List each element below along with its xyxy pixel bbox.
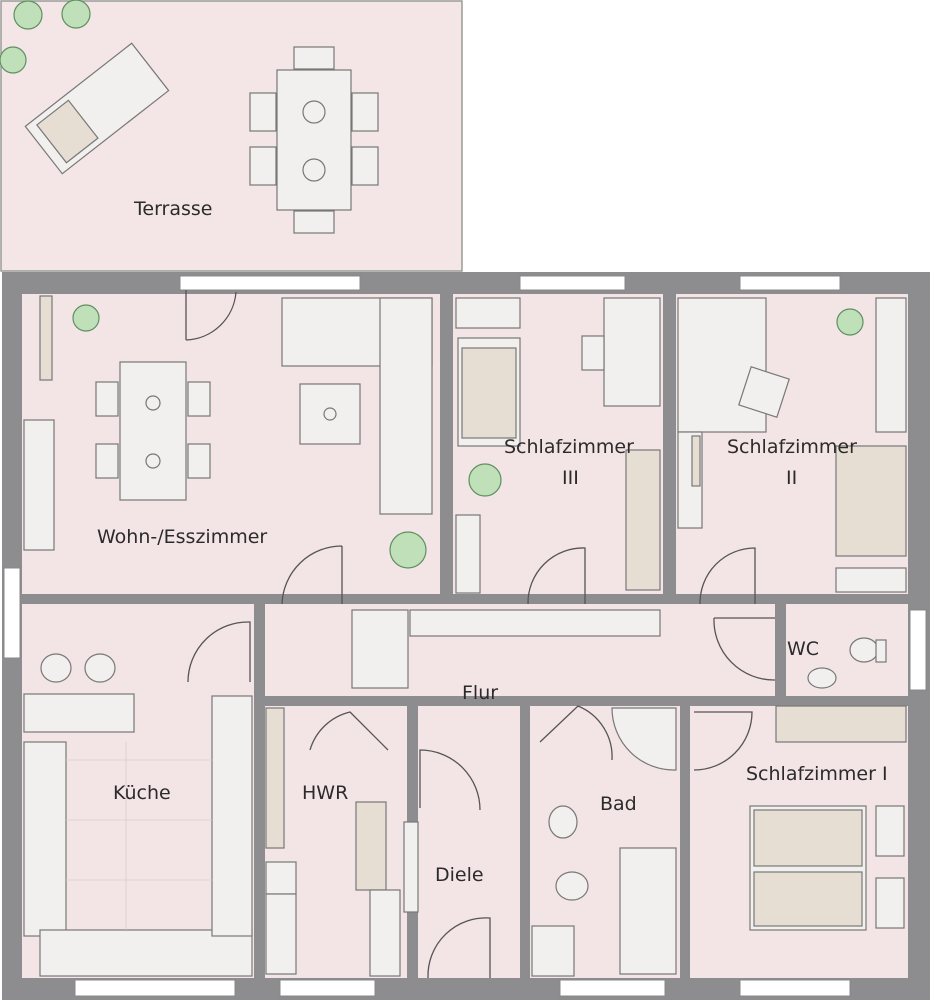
plant-icon xyxy=(61,0,91,29)
windows xyxy=(3,275,927,997)
plant-icon xyxy=(72,304,100,332)
door-swings xyxy=(185,290,776,979)
room-label-diele: Diele xyxy=(435,864,484,886)
room-label-schlaf3-line2: III xyxy=(562,467,579,489)
entrance-furniture xyxy=(403,821,419,913)
kitchen-furniture xyxy=(23,653,253,977)
room-label-terrasse: Terrasse xyxy=(133,198,213,220)
room-label-schlaf2-line2: II xyxy=(786,467,797,489)
floor-areas xyxy=(22,294,908,978)
bedroom1-furniture xyxy=(749,705,907,931)
bedroom3-furniture xyxy=(455,297,661,594)
living-furniture xyxy=(23,295,433,569)
room-label-wohn: Wohn-/Esszimmer xyxy=(97,526,267,548)
room-label-schlaf1: Schlafzimmer I xyxy=(746,763,888,785)
plant-icon xyxy=(13,0,43,30)
utility-room-furniture xyxy=(265,707,401,977)
room-label-bad: Bad xyxy=(600,793,637,815)
room-label-wc: WC xyxy=(787,638,819,660)
terrace-area: Terrasse xyxy=(0,0,463,272)
sun-lounger xyxy=(24,42,170,175)
plant-icon xyxy=(389,531,427,569)
wc-fixtures xyxy=(807,637,887,689)
room-label-schlaf3-line1: Schlafzimmer xyxy=(504,436,634,458)
room-label-kueche: Küche xyxy=(113,782,171,804)
bathroom-fixtures xyxy=(531,707,677,977)
plant-icon xyxy=(468,463,502,497)
room-label-hwr: HWR xyxy=(302,782,348,804)
bedroom2-furniture xyxy=(677,297,907,593)
plant-icon xyxy=(0,46,27,74)
room-label-flur: Flur xyxy=(462,682,498,704)
plant-icon xyxy=(836,308,864,336)
terrace-dining-set xyxy=(249,46,379,234)
room-label-schlaf2-line1: Schlafzimmer xyxy=(727,436,857,458)
hallway-furniture xyxy=(351,609,661,689)
